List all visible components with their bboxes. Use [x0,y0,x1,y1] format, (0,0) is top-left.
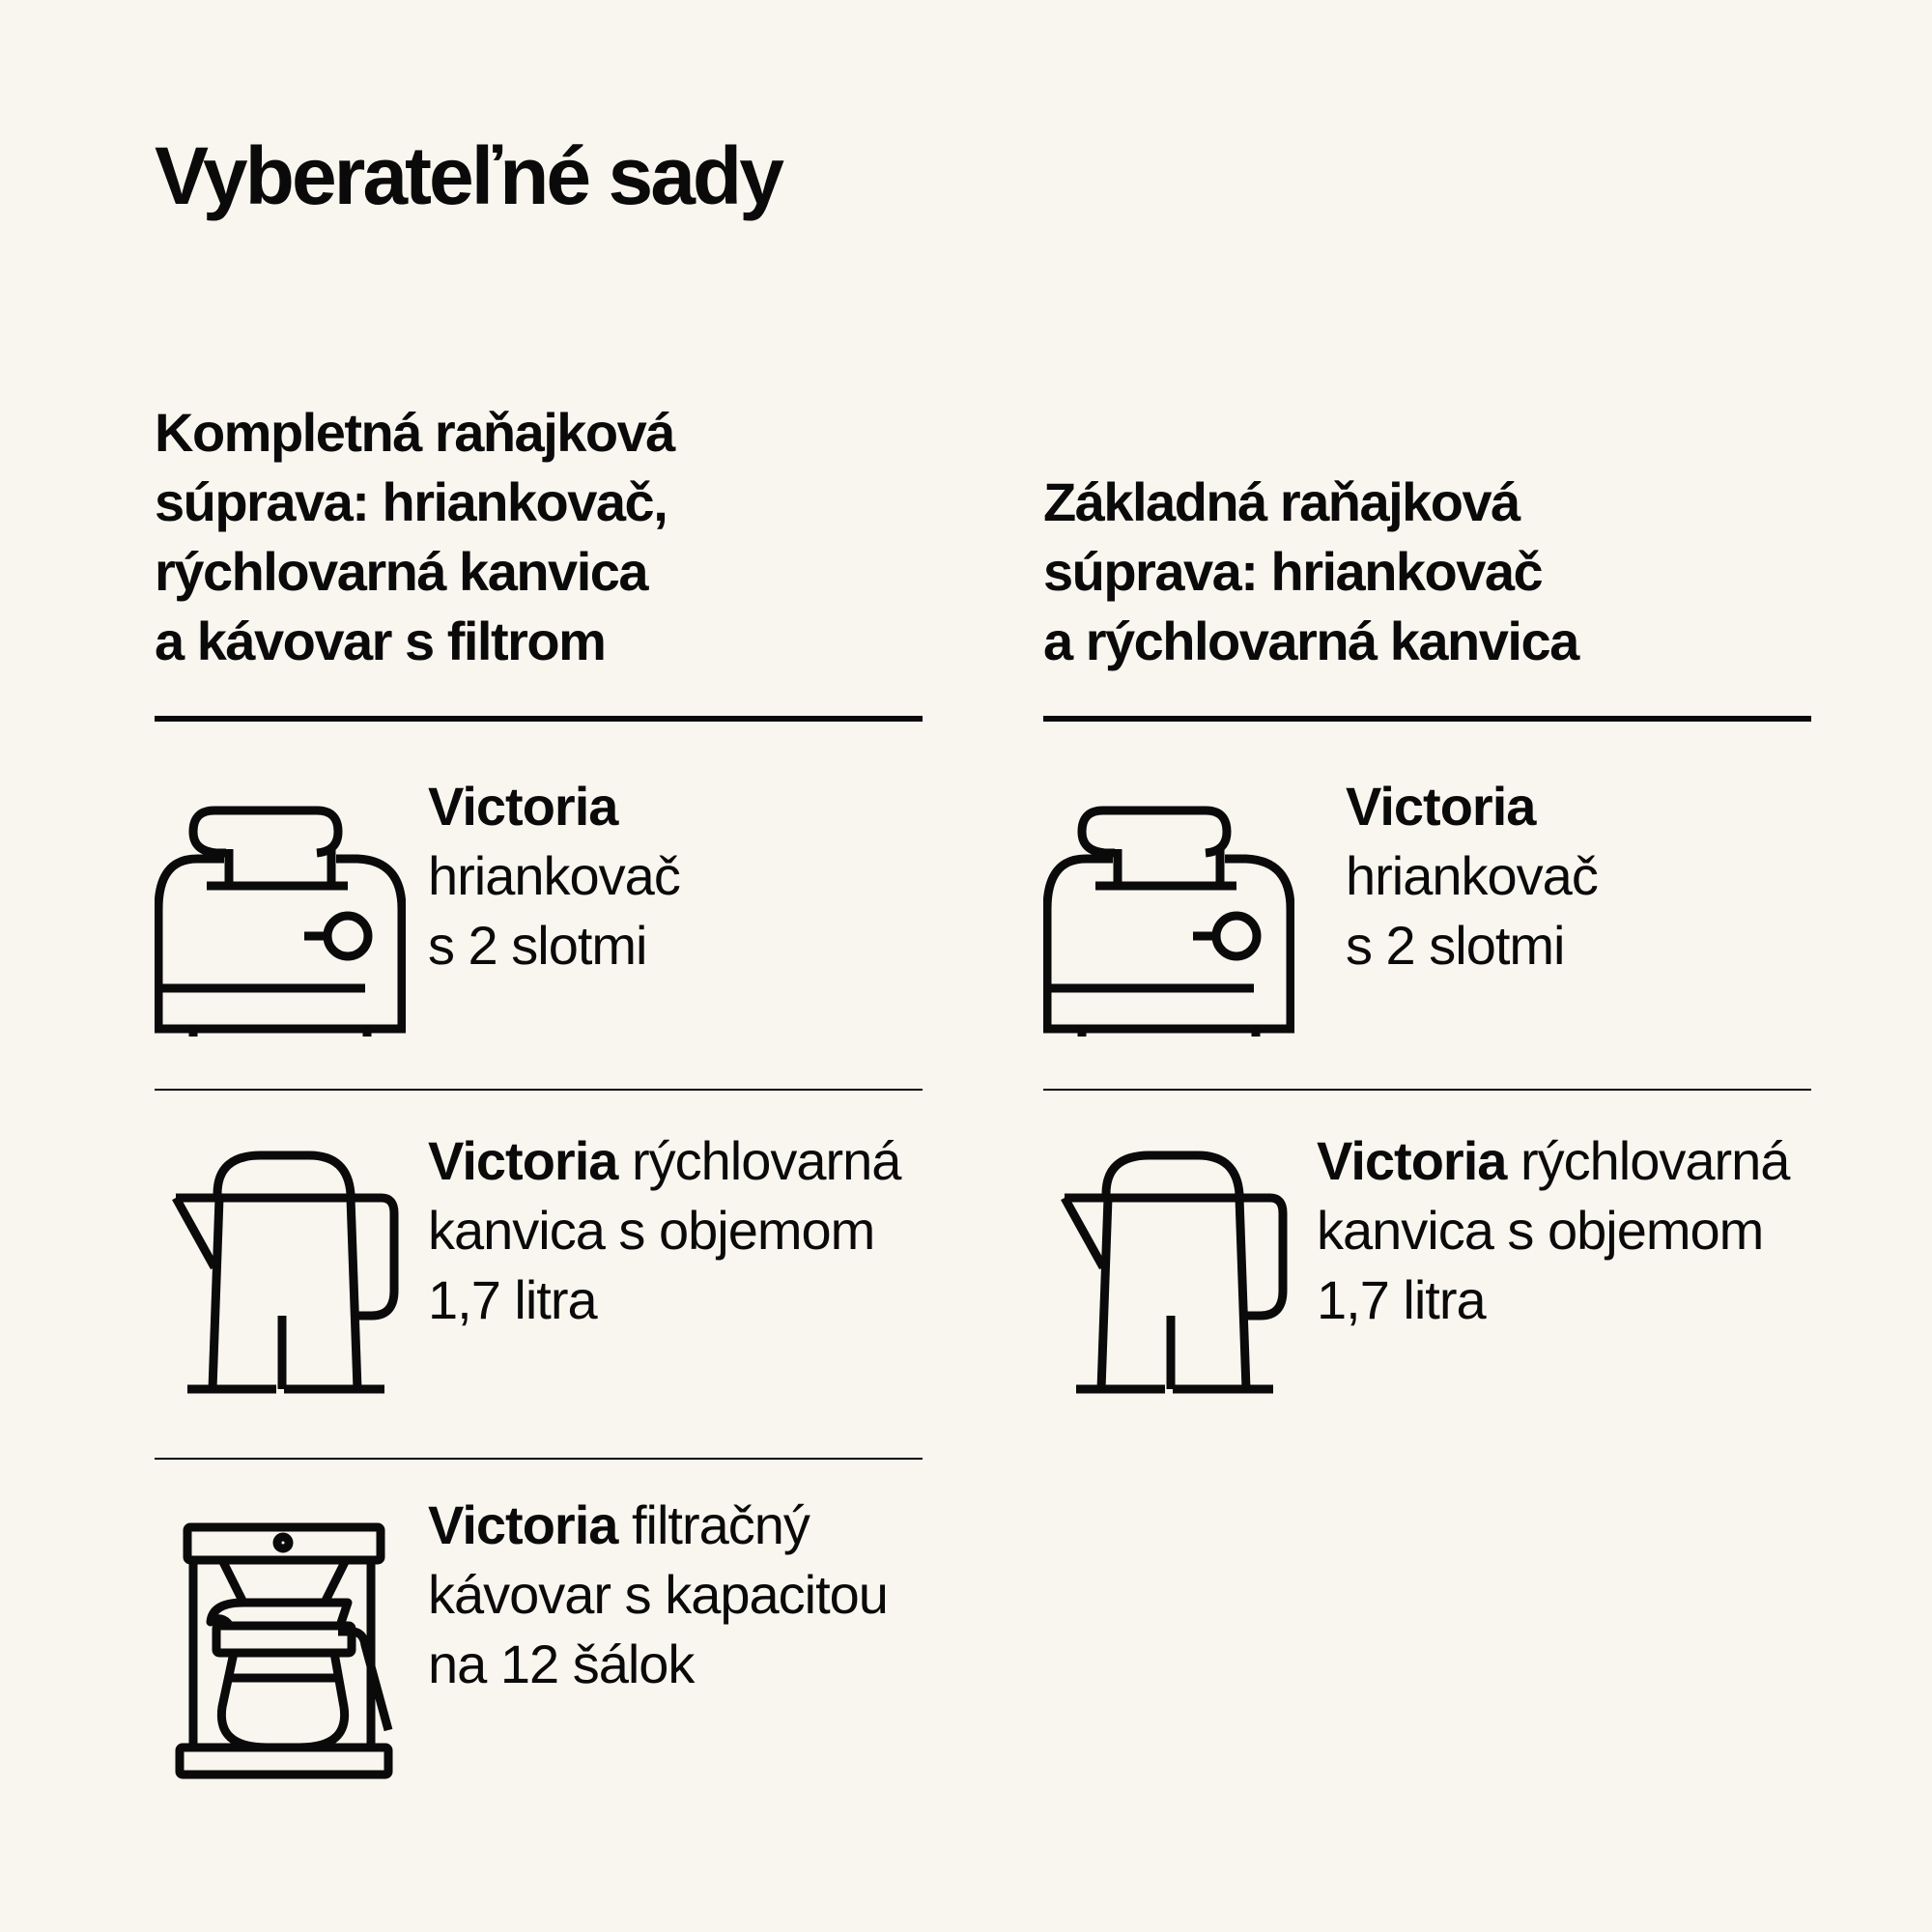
set-complete: Kompletná raňajková súprava: hriankovač,… [155,386,923,1807]
section-divider [155,716,923,722]
brand-name: Victoria [428,1494,618,1555]
description-line: hriankovač [1346,845,1599,906]
description-line: 1,7 litra [1317,1269,1487,1330]
description-line: rýchlovarná [617,1130,901,1191]
description-line: 1,7 litra [428,1269,598,1330]
page-title: Vyberateľné sady [155,130,784,221]
item-divider [155,1089,923,1091]
product-item-toaster: Victoria hriankovač s 2 slotmi [1043,722,1811,1089]
set-heading: Základná raňajková súprava: hriankovač a… [1043,386,1811,676]
set-heading-line: Kompletná raňajková [155,402,675,463]
kettle-icon [1053,1146,1294,1397]
description-line: kanvica s objemom [1317,1200,1764,1261]
set-heading-line: súprava: hriankovač [1043,541,1544,602]
brand-name: Victoria [1317,1130,1507,1191]
product-description: Victoria rýchlovarná kanvica s objemom 1… [1317,1126,1790,1335]
description-line: na 12 šálok [428,1634,695,1694]
coffee-maker-icon [174,1518,396,1788]
set-heading-line: rýchlovarná kanvica [155,541,649,602]
product-description: Victoria rýchlovarná kanvica s objemom 1… [428,1126,901,1335]
description-line: hriankovač [428,845,681,906]
description-line: kávovar s kapacitou [428,1564,889,1625]
product-item-coffee-maker: Victoria filtračný kávovar s kapacitou n… [155,1460,923,1807]
toaster-icon [1043,805,1294,1037]
product-description: Victoria hriankovač s 2 slotmi [428,772,681,980]
set-heading-line: a kávovar s filtrom [155,611,607,671]
set-heading-line: súprava: hriankovač, [155,471,668,532]
section-divider [1043,716,1811,722]
description-line: kanvica s objemom [428,1200,875,1261]
set-basic: Základná raňajková súprava: hriankovač a… [1043,386,1811,1458]
description-line: s 2 slotmi [428,915,647,976]
product-item-kettle: Victoria rýchlovarná kanvica s objemom 1… [155,1091,923,1458]
description-line: s 2 slotmi [1346,915,1565,976]
product-description: Victoria filtračný kávovar s kapacitou n… [428,1491,889,1699]
set-heading-line: a rýchlovarná kanvica [1043,611,1579,671]
set-heading: Kompletná raňajková súprava: hriankovač,… [155,386,923,676]
toaster-icon [155,805,406,1037]
product-description: Victoria hriankovač s 2 slotmi [1346,772,1599,980]
description-line: filtračný [617,1494,810,1555]
description-line: rýchlovarná [1506,1130,1790,1191]
product-item-toaster: Victoria hriankovač s 2 slotmi [155,722,923,1089]
product-item-kettle: Victoria rýchlovarná kanvica s objemom 1… [1043,1091,1811,1458]
item-divider [1043,1089,1811,1091]
item-divider [155,1458,923,1460]
brand-name: Victoria [1346,776,1536,837]
set-heading-line: Základná raňajková [1043,471,1520,532]
kettle-icon [164,1146,406,1397]
brand-name: Victoria [428,776,618,837]
brand-name: Victoria [428,1130,618,1191]
